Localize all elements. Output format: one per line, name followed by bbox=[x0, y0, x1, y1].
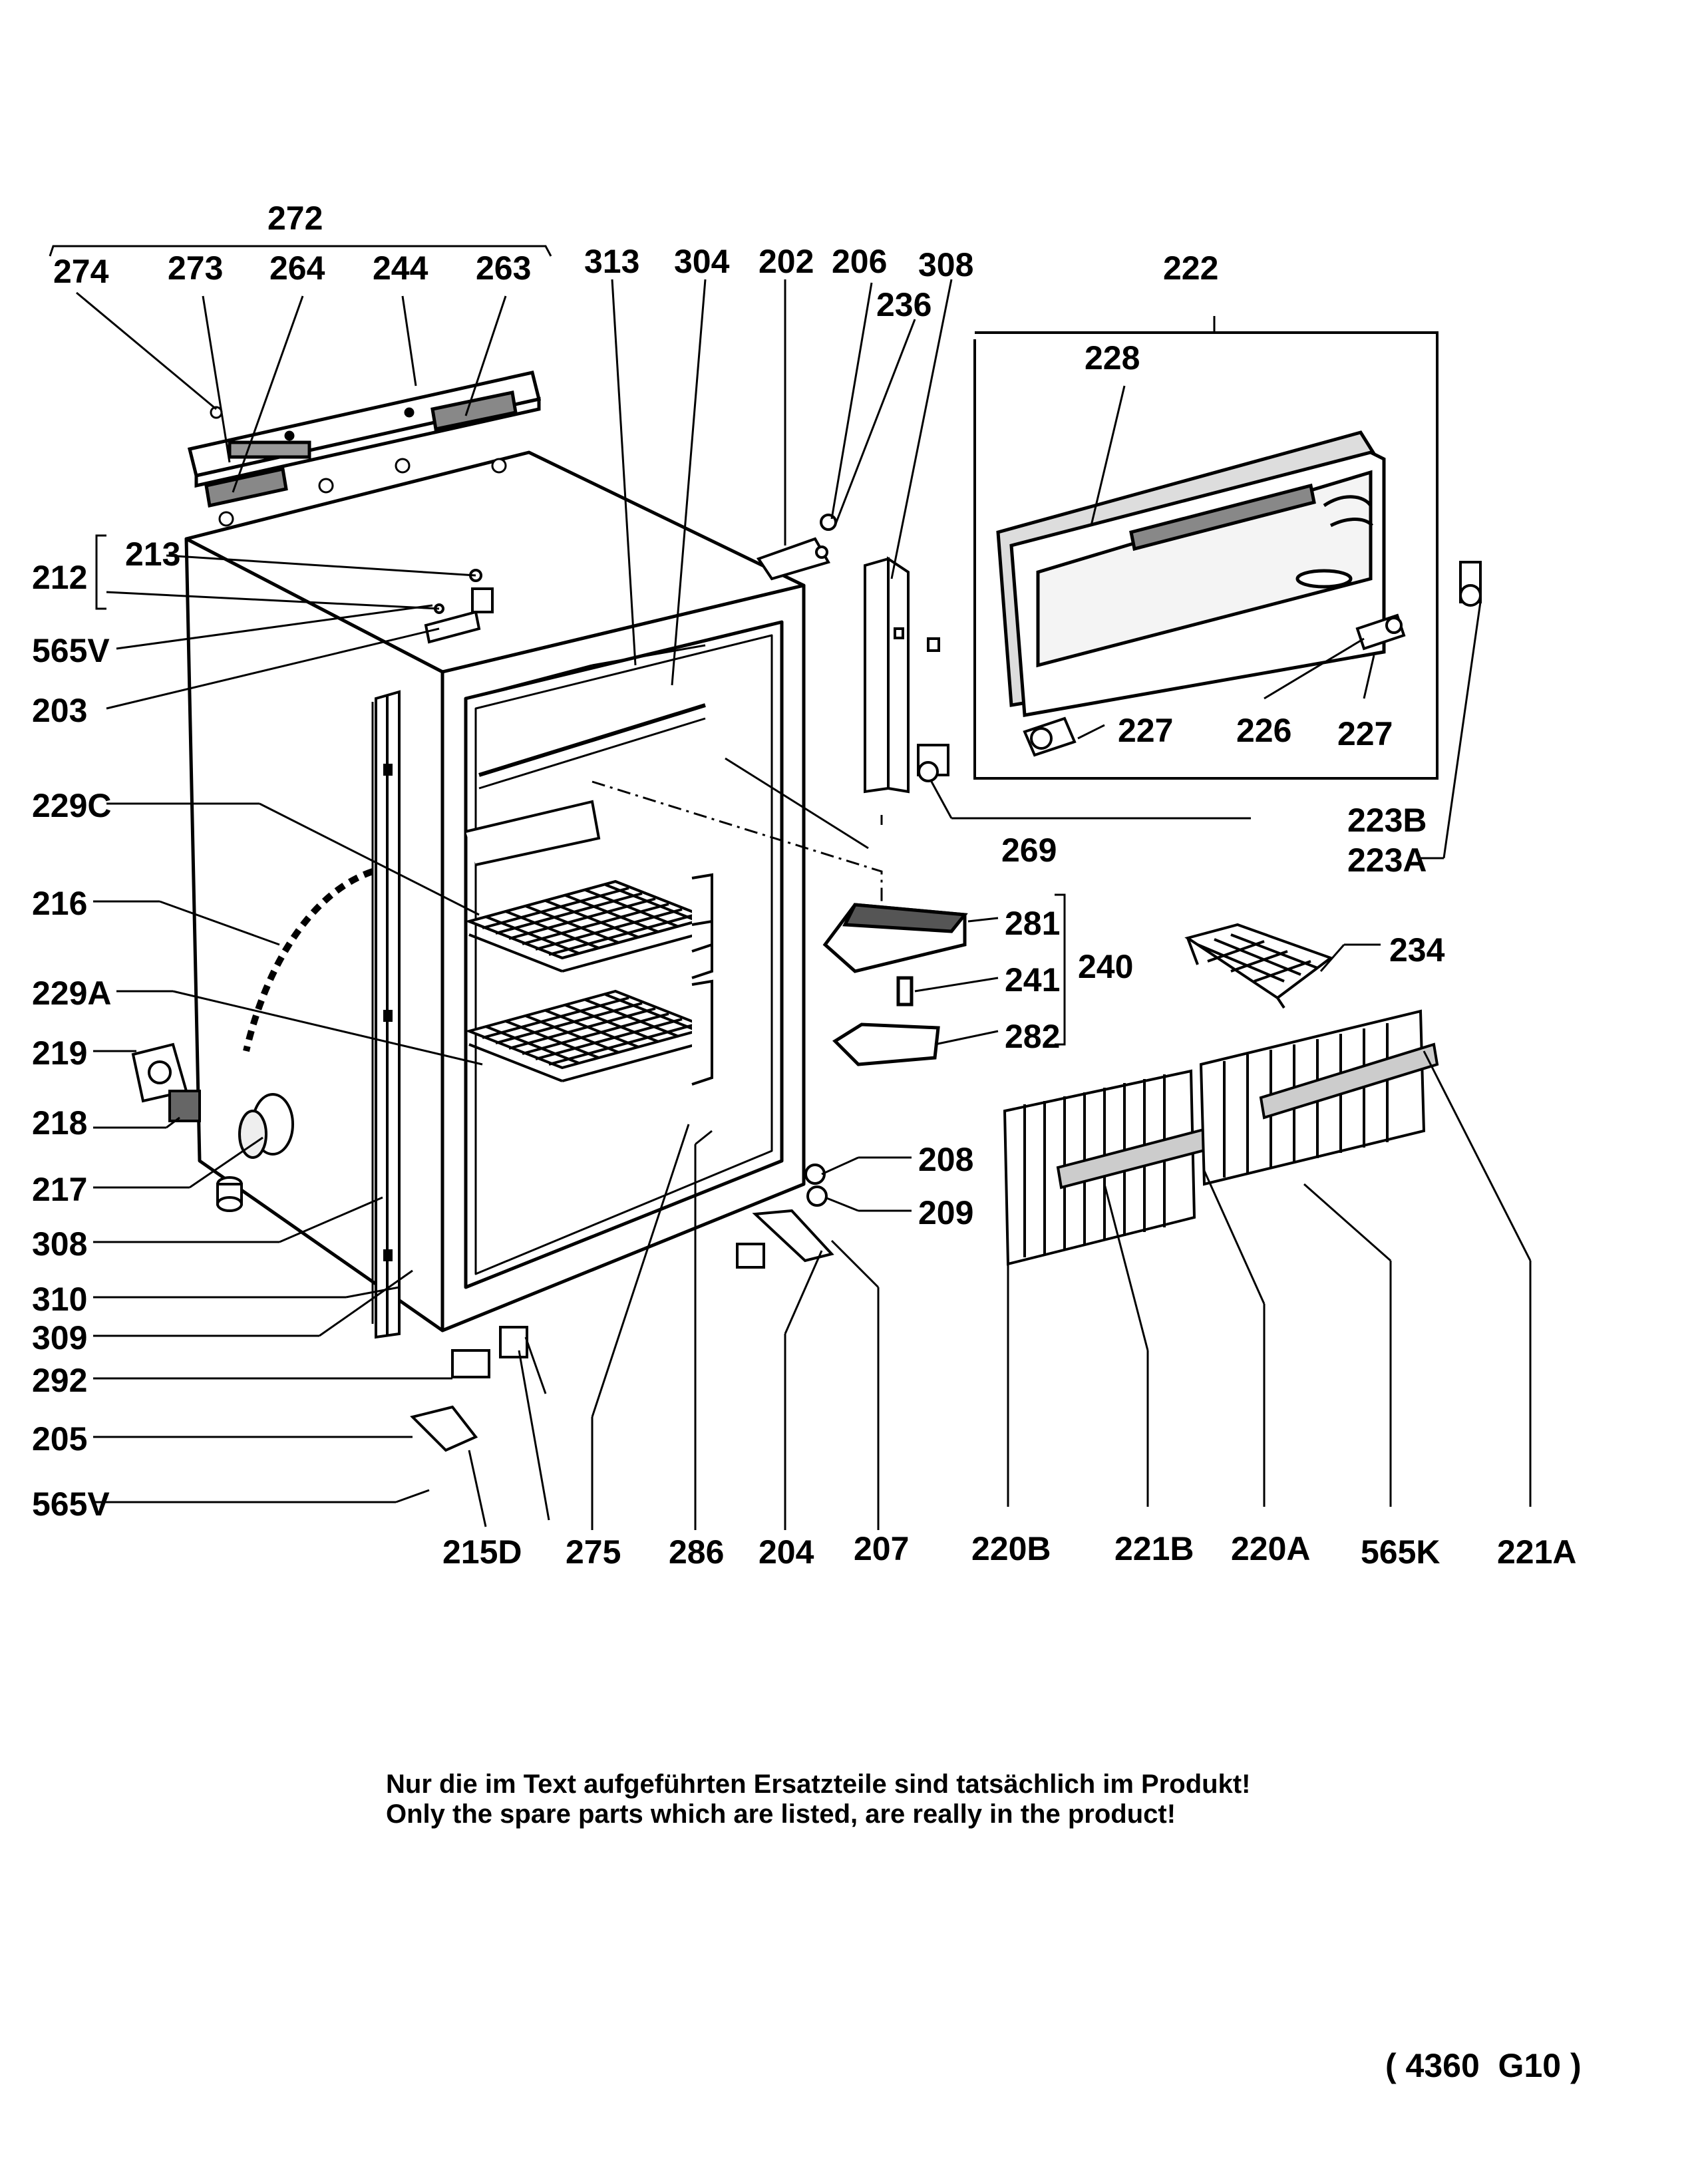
vent-grille-220B bbox=[1005, 1071, 1228, 1264]
door-panel bbox=[998, 432, 1384, 715]
feet bbox=[218, 1177, 242, 1211]
label-273: 273 bbox=[168, 249, 223, 287]
label-227-right: 227 bbox=[1337, 715, 1393, 752]
label-275: 275 bbox=[566, 1533, 621, 1571]
label-281: 281 bbox=[1005, 905, 1060, 942]
gas-pipe bbox=[246, 871, 373, 1051]
side-trim-strip-left bbox=[376, 692, 399, 1337]
label-244: 244 bbox=[373, 249, 428, 287]
label-226: 226 bbox=[1236, 712, 1291, 749]
label-213: 213 bbox=[125, 536, 180, 573]
label-217: 217 bbox=[32, 1171, 87, 1208]
screws-top bbox=[211, 407, 506, 526]
label-565K: 565K bbox=[1361, 1533, 1440, 1571]
label-204: 204 bbox=[759, 1533, 814, 1571]
side-trim-strip-right bbox=[865, 559, 939, 792]
door-assembly-frame bbox=[975, 333, 1437, 778]
label-223A: 223A bbox=[1347, 842, 1427, 879]
label-212: 212 bbox=[32, 559, 87, 596]
drawing-code: ( 4360 G10 ) bbox=[1385, 2047, 1582, 2084]
label-219: 219 bbox=[32, 1034, 87, 1072]
label-286: 286 bbox=[669, 1533, 724, 1571]
label-229A: 229A bbox=[32, 975, 112, 1012]
note-english: Only the spare parts which are listed, a… bbox=[386, 1799, 1176, 1829]
label-292: 292 bbox=[32, 1362, 87, 1399]
door-hinges bbox=[918, 562, 1480, 781]
label-216: 216 bbox=[32, 885, 87, 922]
label-228: 228 bbox=[1085, 339, 1140, 377]
label-203: 203 bbox=[32, 692, 87, 729]
note-german: Nur die im Text aufgeführten Ersatzteile… bbox=[386, 1770, 1251, 1799]
label-234: 234 bbox=[1389, 931, 1445, 969]
label-209: 209 bbox=[918, 1194, 973, 1231]
label-229C: 229C bbox=[32, 787, 112, 824]
label-206: 206 bbox=[832, 243, 887, 280]
label-274: 274 bbox=[53, 253, 109, 290]
label-208: 208 bbox=[918, 1141, 973, 1178]
label-227-left: 227 bbox=[1118, 712, 1173, 749]
label-202: 202 bbox=[759, 243, 814, 280]
label-565V-bottom: 565V bbox=[32, 1485, 110, 1523]
shelf-supports bbox=[466, 802, 712, 1084]
label-565V-top: 565V bbox=[32, 632, 110, 669]
label-310: 310 bbox=[32, 1281, 87, 1318]
label-308-left: 308 bbox=[32, 1225, 87, 1263]
top-cover-assembly bbox=[190, 373, 539, 506]
label-269: 269 bbox=[1001, 832, 1057, 869]
vent-grille-220A bbox=[1201, 1011, 1437, 1184]
label-282: 282 bbox=[1005, 1018, 1060, 1055]
label-240: 240 bbox=[1078, 948, 1133, 985]
label-218: 218 bbox=[32, 1104, 87, 1142]
part-labels: 272 274 273 264 244 263 313 304 202 206 … bbox=[32, 200, 1577, 1571]
label-313: 313 bbox=[584, 243, 639, 280]
label-264: 264 bbox=[269, 249, 325, 287]
label-309: 309 bbox=[32, 1319, 87, 1356]
hinge-top-right bbox=[759, 515, 836, 579]
wire-shelf-lower bbox=[469, 991, 709, 1081]
label-272: 272 bbox=[267, 200, 323, 237]
label-308-top: 308 bbox=[918, 246, 973, 283]
label-220B: 220B bbox=[971, 1530, 1051, 1567]
label-223B: 223B bbox=[1347, 802, 1427, 839]
ice-box-assembly bbox=[825, 905, 965, 1064]
label-221A: 221A bbox=[1497, 1533, 1577, 1571]
label-215D: 215D bbox=[442, 1533, 522, 1571]
label-220A: 220A bbox=[1231, 1530, 1311, 1567]
hinge-top-left bbox=[426, 570, 492, 642]
label-304: 304 bbox=[674, 243, 730, 280]
label-263: 263 bbox=[476, 249, 531, 287]
vent-parts-left bbox=[133, 1044, 293, 1158]
label-241: 241 bbox=[1005, 961, 1060, 999]
hinge-bottom bbox=[413, 1165, 832, 1450]
label-205: 205 bbox=[32, 1420, 87, 1458]
ice-tray bbox=[1188, 925, 1331, 1008]
callout-leaders bbox=[50, 246, 1530, 1530]
label-207: 207 bbox=[854, 1530, 909, 1567]
label-236: 236 bbox=[876, 286, 932, 323]
label-221B: 221B bbox=[1114, 1530, 1194, 1567]
label-222: 222 bbox=[1163, 249, 1218, 287]
